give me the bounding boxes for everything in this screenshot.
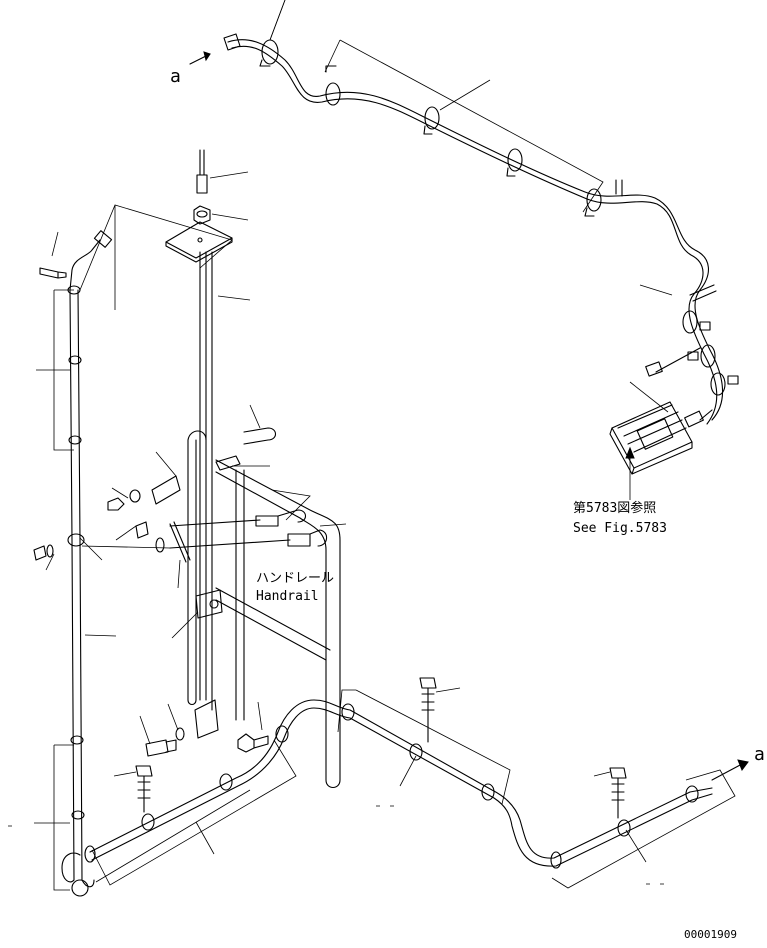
handrail-en: Handrail — [256, 589, 319, 604]
upper-harness — [223, 0, 739, 500]
drawing-number: 00001909 — [684, 928, 737, 941]
handrail-jp: ハンドレール — [256, 571, 334, 586]
see-fig-jp: 第5783図参照 — [573, 500, 656, 516]
label-a-left: a — [170, 66, 181, 87]
arrow-a-left: a — [170, 51, 211, 87]
lower-harness — [84, 0, 736, 889]
center-post — [33, 149, 347, 789]
arrow-a-right: a — [711, 744, 765, 781]
label-a-right: a — [754, 744, 765, 765]
arrow-right-icon — [737, 759, 749, 772]
see-fig-en: See Fig.5783 — [573, 521, 667, 536]
arrow-right-icon — [203, 51, 211, 62]
left-harness — [34, 204, 233, 897]
